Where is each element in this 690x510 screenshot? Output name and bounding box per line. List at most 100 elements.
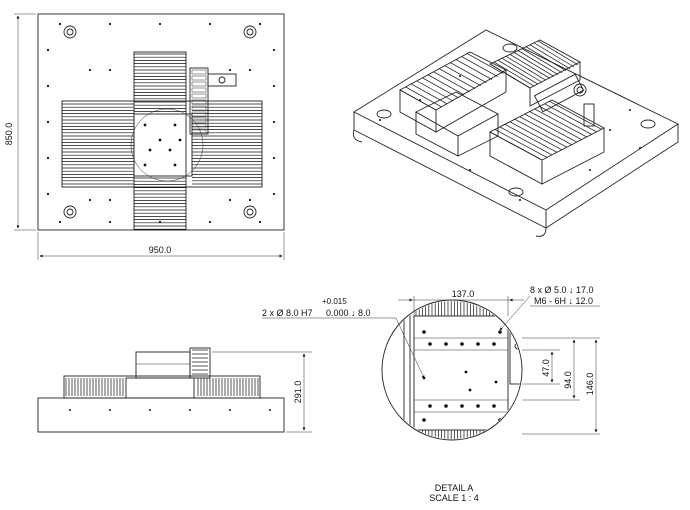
detail-a-boundary [381, 299, 523, 441]
fin-line [533, 42, 575, 68]
side-plate [37, 397, 285, 433]
chain-link [191, 75, 207, 81]
cable-chain-links [191, 69, 207, 135]
fin-line [504, 124, 558, 153]
chain-link [191, 129, 207, 135]
fin-line [539, 106, 592, 135]
mount-hole [208, 220, 212, 224]
isometric-view [352, 29, 679, 237]
mount-hole [149, 409, 151, 411]
heatsink-horizontal-fins [62, 103, 262, 185]
chain-link [191, 69, 207, 75]
mount-hole [272, 120, 276, 124]
detail-scale: SCALE 1 : 4 [429, 493, 479, 503]
fin-line [529, 111, 582, 140]
mount-hole [46, 48, 50, 52]
fin-line [514, 118, 567, 148]
mount-hole [248, 68, 252, 72]
detail-heatsink-fins [415, 301, 506, 439]
dim-width-top: 950.0 [37, 232, 285, 260]
detail-hole [428, 404, 432, 408]
mount-hole [46, 192, 50, 196]
center-plate-holes [143, 123, 182, 167]
fin-line [534, 108, 587, 138]
fin-line [467, 53, 504, 74]
side-plate-holes [69, 409, 271, 411]
mount-hole [189, 409, 191, 411]
dim-detail-47-label: 47.0 [541, 359, 551, 377]
side-stage-base [125, 377, 195, 399]
fin-line [450, 62, 487, 83]
mount-hole [228, 68, 232, 72]
mount-hole [629, 109, 631, 111]
top-plate-outline [37, 13, 285, 231]
fin-line [422, 77, 459, 99]
side-cable-chain [189, 347, 211, 379]
detail-hole [476, 342, 480, 346]
plate-hole [173, 123, 177, 127]
fin-line [544, 103, 597, 133]
iso-heatsink-front [489, 99, 605, 161]
fin-line [494, 129, 548, 158]
dim-side-height: 291.0 [212, 351, 312, 433]
fin-line [455, 59, 493, 80]
mount-hole [272, 84, 276, 88]
mount-hole [589, 169, 591, 171]
fin-line [537, 40, 579, 66]
detail-hole [444, 404, 448, 408]
mount-hole [108, 68, 112, 72]
mount-hole [108, 220, 112, 224]
detail-a-marker-circle [130, 108, 204, 182]
detail-hole [492, 342, 496, 346]
mount-hole [272, 192, 276, 196]
dim-detail-146-label: 146.0 [585, 373, 595, 396]
callout-hole-a-line2: 0.000 ↓ 8.0 [326, 308, 371, 318]
detail-hole [422, 330, 426, 334]
fin-line [499, 126, 553, 156]
fin-line [489, 131, 543, 161]
iso-heatsink-front-fins [489, 100, 602, 161]
top-view: 850.0 950.0 [4, 13, 285, 260]
fin-line [497, 59, 539, 85]
fin-line [427, 74, 465, 96]
chain-link [191, 117, 207, 123]
top-mounting-holes [46, 22, 276, 224]
fin-line [501, 57, 543, 83]
fin-line [461, 56, 498, 77]
fin-line [399, 89, 437, 111]
fin-line [411, 83, 448, 105]
heatsink-horizontal [61, 100, 263, 188]
mount-hole [88, 68, 92, 72]
detail-hole [476, 404, 480, 408]
corner-bolts [63, 25, 257, 219]
fin-line [444, 65, 481, 86]
mount-hole [109, 409, 111, 411]
mount-hole [58, 22, 62, 26]
detail-hole [494, 380, 498, 384]
side-heatsink [63, 375, 261, 399]
callout-hole-b-line2: M6 - 6H ↓ 12.0 [534, 296, 593, 306]
fin-line [405, 86, 442, 108]
mount-hole [46, 120, 50, 124]
fin-line [529, 44, 571, 70]
mount-hole [258, 220, 262, 224]
plate-hole [173, 163, 177, 167]
iso-corner-holes [376, 43, 656, 197]
dim-width-top-label: 950.0 [149, 245, 172, 255]
iso-stage-box [415, 91, 499, 137]
detail-hole [498, 330, 502, 334]
plate-hole [158, 138, 162, 142]
mount-hole [272, 156, 276, 160]
mount-hole [208, 22, 212, 26]
chain-link [191, 99, 207, 105]
mount-hole [248, 198, 252, 202]
mount-hole [88, 198, 92, 202]
detail-hole [428, 342, 432, 346]
callout-hole-b-line1: 8 x Ø 5.0 ↓ 17.0 [530, 285, 594, 295]
mount-hole [229, 409, 231, 411]
mount-hole [69, 409, 71, 411]
mount-hole [108, 22, 112, 26]
fin-line [505, 56, 547, 81]
fin-line [509, 54, 551, 79]
plate-hole [168, 148, 172, 152]
